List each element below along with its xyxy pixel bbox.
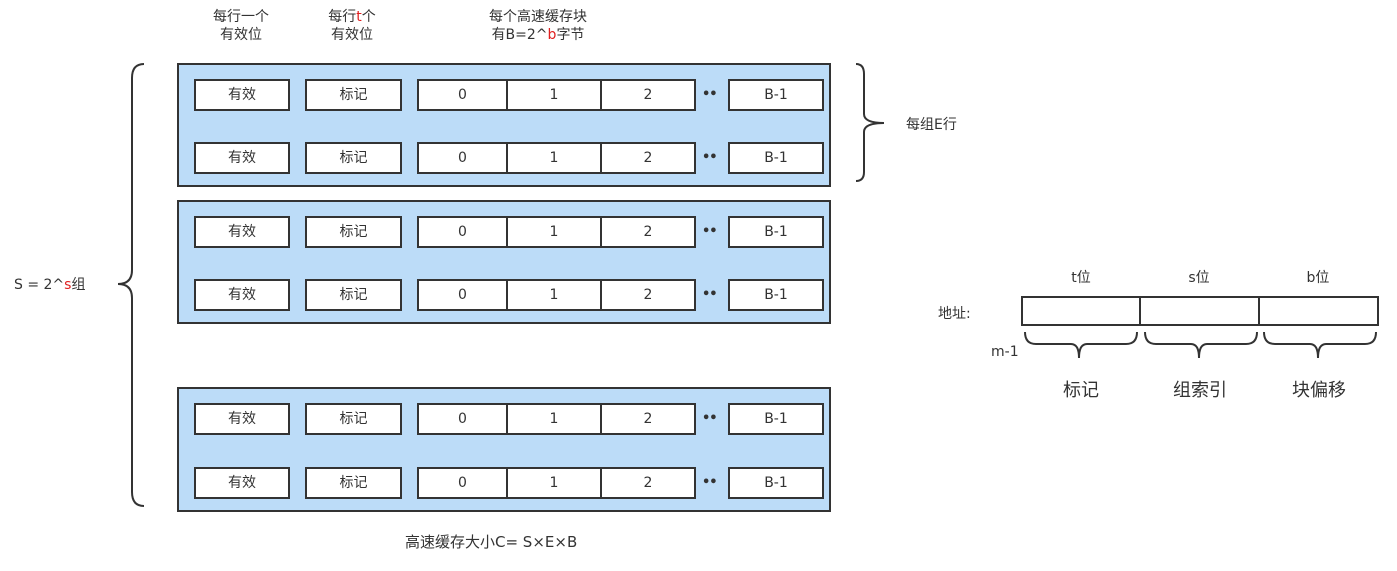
byte-cell-1: 1 [506,279,602,311]
address-field-name: 组索引 [1173,380,1227,401]
sets-label-post: 组 [71,277,86,293]
byte-cell-2: 2 [600,403,696,435]
byte-cell-1: 1 [506,216,602,248]
tag-cell: 标记 [305,279,402,311]
address-field-bits: t位 [1071,270,1091,286]
header-valid-line2: 有效位 [220,27,262,43]
header-valid-line1: 每行一个 [213,9,269,25]
byte-cell-2: 2 [600,467,696,499]
lines-brace [855,63,885,182]
byte-cell-2: 2 [600,79,696,111]
header-valid-bit: 每行一个 有效位 [196,8,286,44]
ellipsis: •• [702,150,718,165]
sets-brace [117,63,145,507]
byte-cell-0: 0 [417,403,508,435]
tag-cell: 标记 [305,216,402,248]
header-block-line2: 有B=2^b字节 [458,26,618,44]
header-block-post: 字节 [556,27,585,43]
sets-label-pre: S = 2^ [14,277,65,293]
byte-cell-0: 0 [417,79,508,111]
rows-per-set-label: 每组E行 [906,117,957,133]
last-byte-cell: B-1 [728,216,824,248]
sets-label: S = 2^s组 [14,276,85,294]
byte-cell-1: 1 [506,467,602,499]
cache-line: 有效 标记 0 1 2 •• B-1 [179,279,829,313]
last-byte-cell: B-1 [728,467,824,499]
valid-cell: 有效 [194,216,290,248]
byte-cell-2: 2 [600,142,696,174]
last-byte-cell: B-1 [728,79,824,111]
byte-cell-1: 1 [506,403,602,435]
ellipsis: •• [702,411,718,426]
ellipsis: •• [702,224,718,239]
cache-line: 有效 标记 0 1 2 •• B-1 [179,216,829,250]
byte-cell-0: 0 [417,467,508,499]
ellipsis: •• [702,475,718,490]
ellipsis: •• [702,287,718,302]
header-block-highlight: b [547,27,557,43]
valid-cell: 有效 [194,79,290,111]
address-field-bits: s位 [1188,270,1210,286]
address-label: 地址: [938,306,971,322]
header-block-pre: 有B=2^ [491,27,548,43]
byte-cell-1: 1 [506,142,602,174]
byte-cell-0: 0 [417,279,508,311]
byte-cell-2: 2 [600,279,696,311]
cache-line: 有效 标记 0 1 2 •• B-1 [179,142,829,176]
byte-cell-1: 1 [506,79,602,111]
tag-cell: 标记 [305,403,402,435]
address-field-box [1139,296,1260,326]
address-field-brace [1144,331,1258,359]
cache-set: 有效 标记 0 1 2 •• B-1 有效 标记 0 1 2 •• B-1 [177,200,831,324]
address-field-brace [1024,331,1138,359]
address-msb-label: m-1 [991,344,1019,360]
last-byte-cell: B-1 [728,279,824,311]
last-byte-cell: B-1 [728,142,824,174]
byte-cell-0: 0 [417,142,508,174]
address-field-name: 块偏移 [1292,380,1346,401]
header-block-size: 每个高速缓存块 有B=2^b字节 [458,8,618,44]
cache-line: 有效 标记 0 1 2 •• B-1 [179,467,829,501]
cache-set: 有效 标记 0 1 2 •• B-1 有效 标记 0 1 2 •• B-1 [177,63,831,187]
header-tag-bits: 每行t个 有效位 [306,8,398,44]
valid-cell: 有效 [194,142,290,174]
valid-cell: 有效 [194,467,290,499]
cache-line: 有效 标记 0 1 2 •• B-1 [179,403,829,437]
tag-cell: 标记 [305,79,402,111]
cache-set: 有效 标记 0 1 2 •• B-1 有效 标记 0 1 2 •• B-1 [177,387,831,512]
sets-label-highlight: s [64,277,72,293]
header-tag-pre: 每行 [328,9,357,25]
header-tag-line2: 有效位 [331,27,373,43]
header-tag-line1: 每行t个 [306,8,398,26]
header-tag-post: 个 [361,9,376,25]
byte-cell-0: 0 [417,216,508,248]
ellipsis: •• [702,87,718,102]
address-field-brace [1263,331,1377,359]
tag-cell: 标记 [305,467,402,499]
valid-cell: 有效 [194,403,290,435]
valid-cell: 有效 [194,279,290,311]
tag-cell: 标记 [305,142,402,174]
cache-line: 有效 标记 0 1 2 •• B-1 [179,79,829,113]
address-field-box [1021,296,1141,326]
capacity-label: 高速缓存大小C= S×E×B [405,533,578,551]
address-field-bits: b位 [1306,270,1330,286]
header-block-line1: 每个高速缓存块 [489,9,587,25]
address-field-box [1258,296,1379,326]
address-field-name: 标记 [1063,380,1099,401]
header-tag-highlight: t [356,9,362,25]
last-byte-cell: B-1 [728,403,824,435]
byte-cell-2: 2 [600,216,696,248]
